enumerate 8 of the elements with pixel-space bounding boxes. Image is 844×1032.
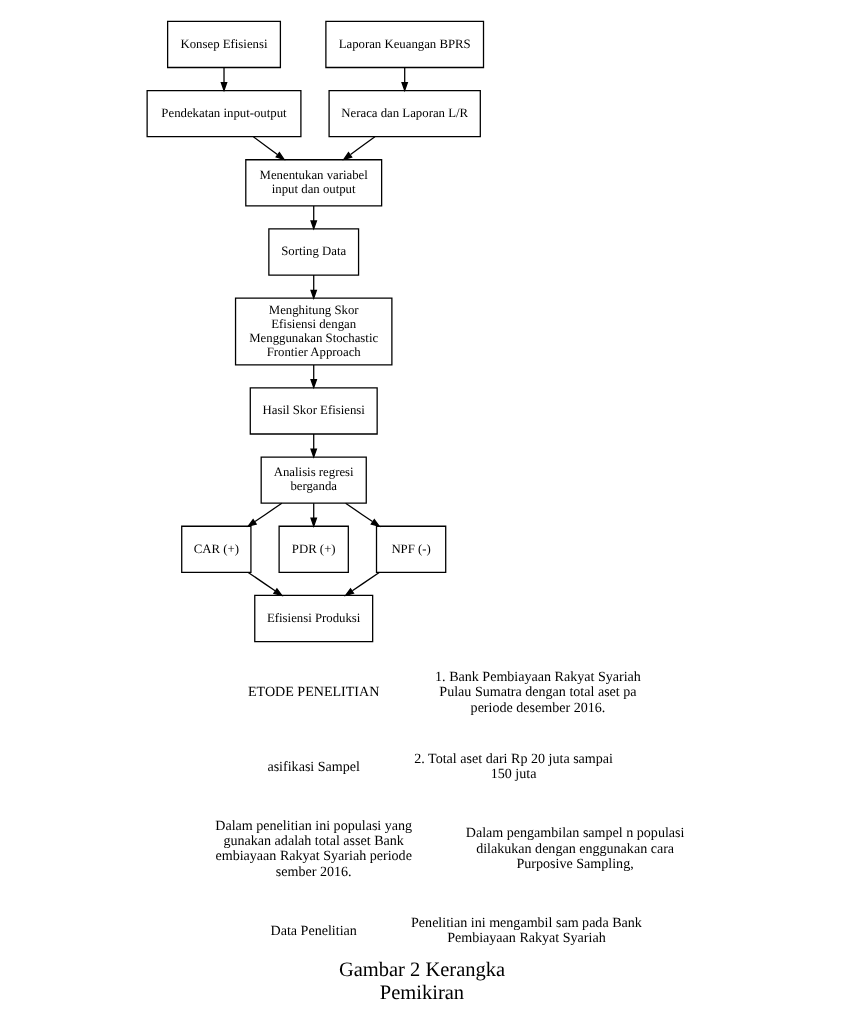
arrow <box>220 66 228 93</box>
arrow <box>246 502 283 528</box>
arrow <box>342 136 376 161</box>
caption: Gambar 2 Kerangka Pemikiran <box>338 959 506 1005</box>
arrow <box>344 571 380 597</box>
arrow <box>247 571 284 597</box>
arrow <box>344 502 381 528</box>
arrow <box>252 136 286 161</box>
